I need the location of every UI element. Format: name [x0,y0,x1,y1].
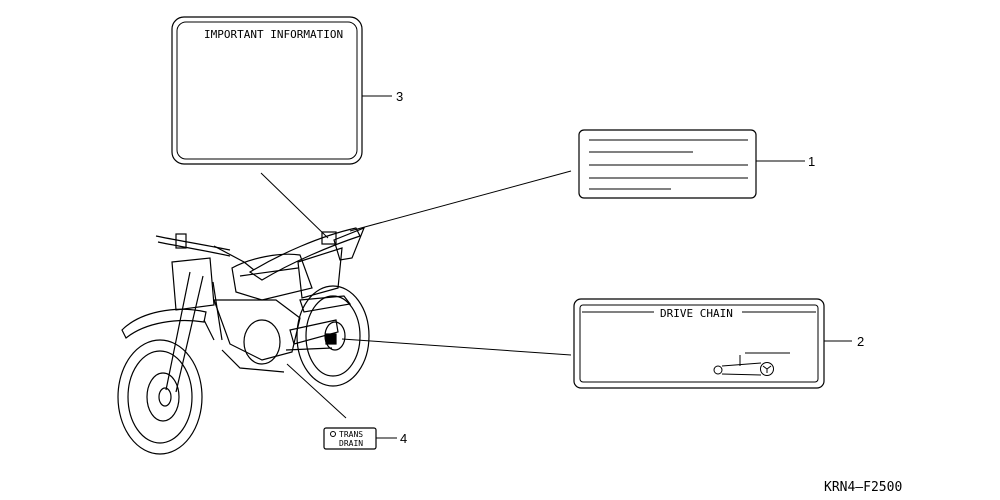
important-information-text: IMPORTANT INFORMATION [204,28,343,41]
callout-3: 3 [396,89,403,104]
trans-drain-label[interactable]: TRANS DRAIN [323,427,377,450]
drive-chain-text: DRIVE CHAIN [660,307,733,320]
callout-2: 2 [857,334,864,349]
callout-4: 4 [400,431,407,446]
drive-chain-label[interactable]: DRIVE CHAIN [573,298,825,389]
trans-drain-line1: TRANS [339,430,363,439]
trans-drain-line2: DRAIN [339,439,363,448]
motorcycle-illustration [117,226,370,455]
warning-label[interactable] [578,129,757,199]
important-information-label[interactable]: IMPORTANT INFORMATION [171,16,363,165]
callout-1: 1 [808,154,815,169]
diagram-code: KRN4—F2500 [824,480,902,495]
chain-adjuster-icon [713,352,790,376]
pointer-lines [260,170,572,419]
